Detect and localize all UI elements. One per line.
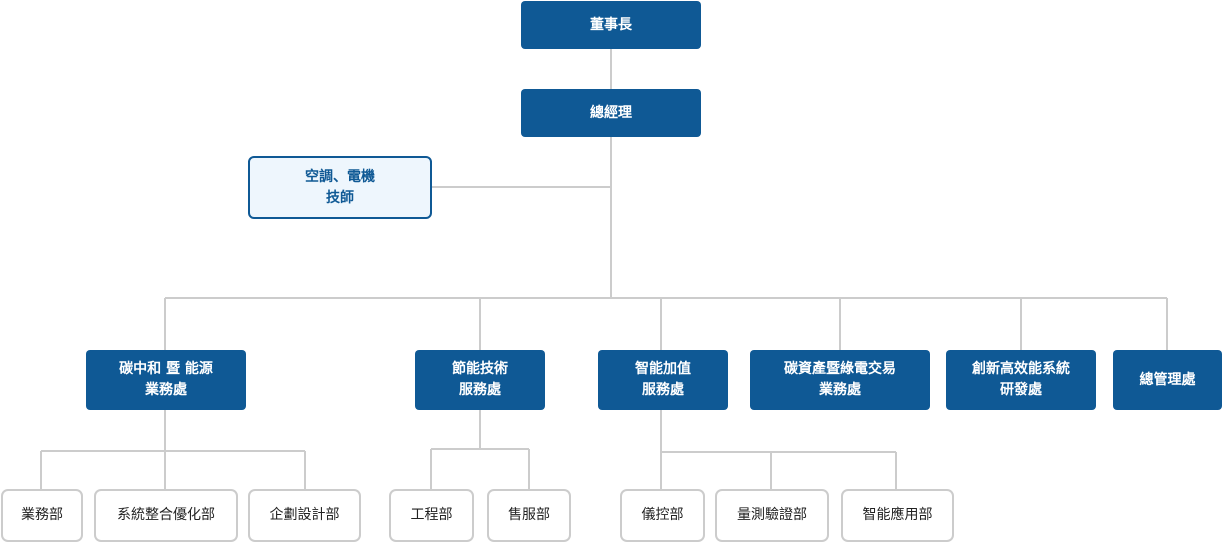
division-rnd: 創新高效能系統 研發處	[946, 350, 1096, 410]
division-label-line1: 碳中和 暨 能源	[119, 361, 213, 377]
dept-label: 智能應用部	[862, 507, 933, 523]
chairman-box: 董事長	[521, 1, 701, 49]
division-label-line2: 服務處	[459, 382, 501, 398]
division-label-line2: 業務處	[819, 382, 861, 398]
division-label-line1: 創新高效能系統	[972, 361, 1070, 377]
dept-smart-application: 智能應用部	[841, 489, 954, 542]
dept-label: 系統整合優化部	[117, 507, 215, 523]
general-manager-label: 總經理	[590, 104, 632, 121]
dept-label: 企劃設計部	[269, 507, 340, 523]
dept-label: 售服部	[508, 507, 550, 523]
dept-after-sales: 售服部	[487, 489, 571, 542]
chairman-label: 董事長	[590, 16, 632, 33]
division-general-admin: 總管理處	[1113, 350, 1222, 410]
dept-label: 儀控部	[641, 507, 684, 523]
dept-measurement-verification: 量測驗證部	[715, 489, 829, 542]
division-smart-value: 智能加值 服務處	[598, 350, 728, 410]
dept-system-integration: 系統整合優化部	[94, 489, 238, 542]
advisor-label-line2: 技師	[326, 189, 354, 206]
advisor-label-line1: 空調、電機	[305, 168, 375, 185]
general-manager-box: 總經理	[521, 89, 701, 137]
advisor-box: 空調、電機 技師	[248, 156, 432, 219]
division-label-line2: 服務處	[642, 382, 684, 398]
division-label-line2: 業務處	[145, 382, 187, 398]
division-label-line1: 智能加值	[635, 361, 691, 377]
dept-engineering: 工程部	[389, 489, 474, 542]
division-carbon-energy: 碳中和 暨 能源 業務處	[86, 350, 246, 410]
division-label-line2: 研發處	[1000, 382, 1042, 398]
division-label-line1: 總管理處	[1139, 371, 1196, 388]
dept-label: 量測驗證部	[737, 507, 807, 523]
division-label-line1: 節能技術	[452, 361, 508, 377]
dept-sales: 業務部	[1, 489, 83, 542]
dept-label: 業務部	[21, 507, 63, 523]
division-label-line1: 碳資產暨綠電交易	[784, 361, 896, 377]
dept-instrument-control: 儀控部	[620, 489, 705, 542]
division-energy-saving: 節能技術 服務處	[415, 350, 545, 410]
division-carbon-asset: 碳資產暨綠電交易 業務處	[750, 350, 930, 410]
dept-planning-design: 企劃設計部	[248, 489, 361, 542]
dept-label: 工程部	[410, 507, 453, 523]
